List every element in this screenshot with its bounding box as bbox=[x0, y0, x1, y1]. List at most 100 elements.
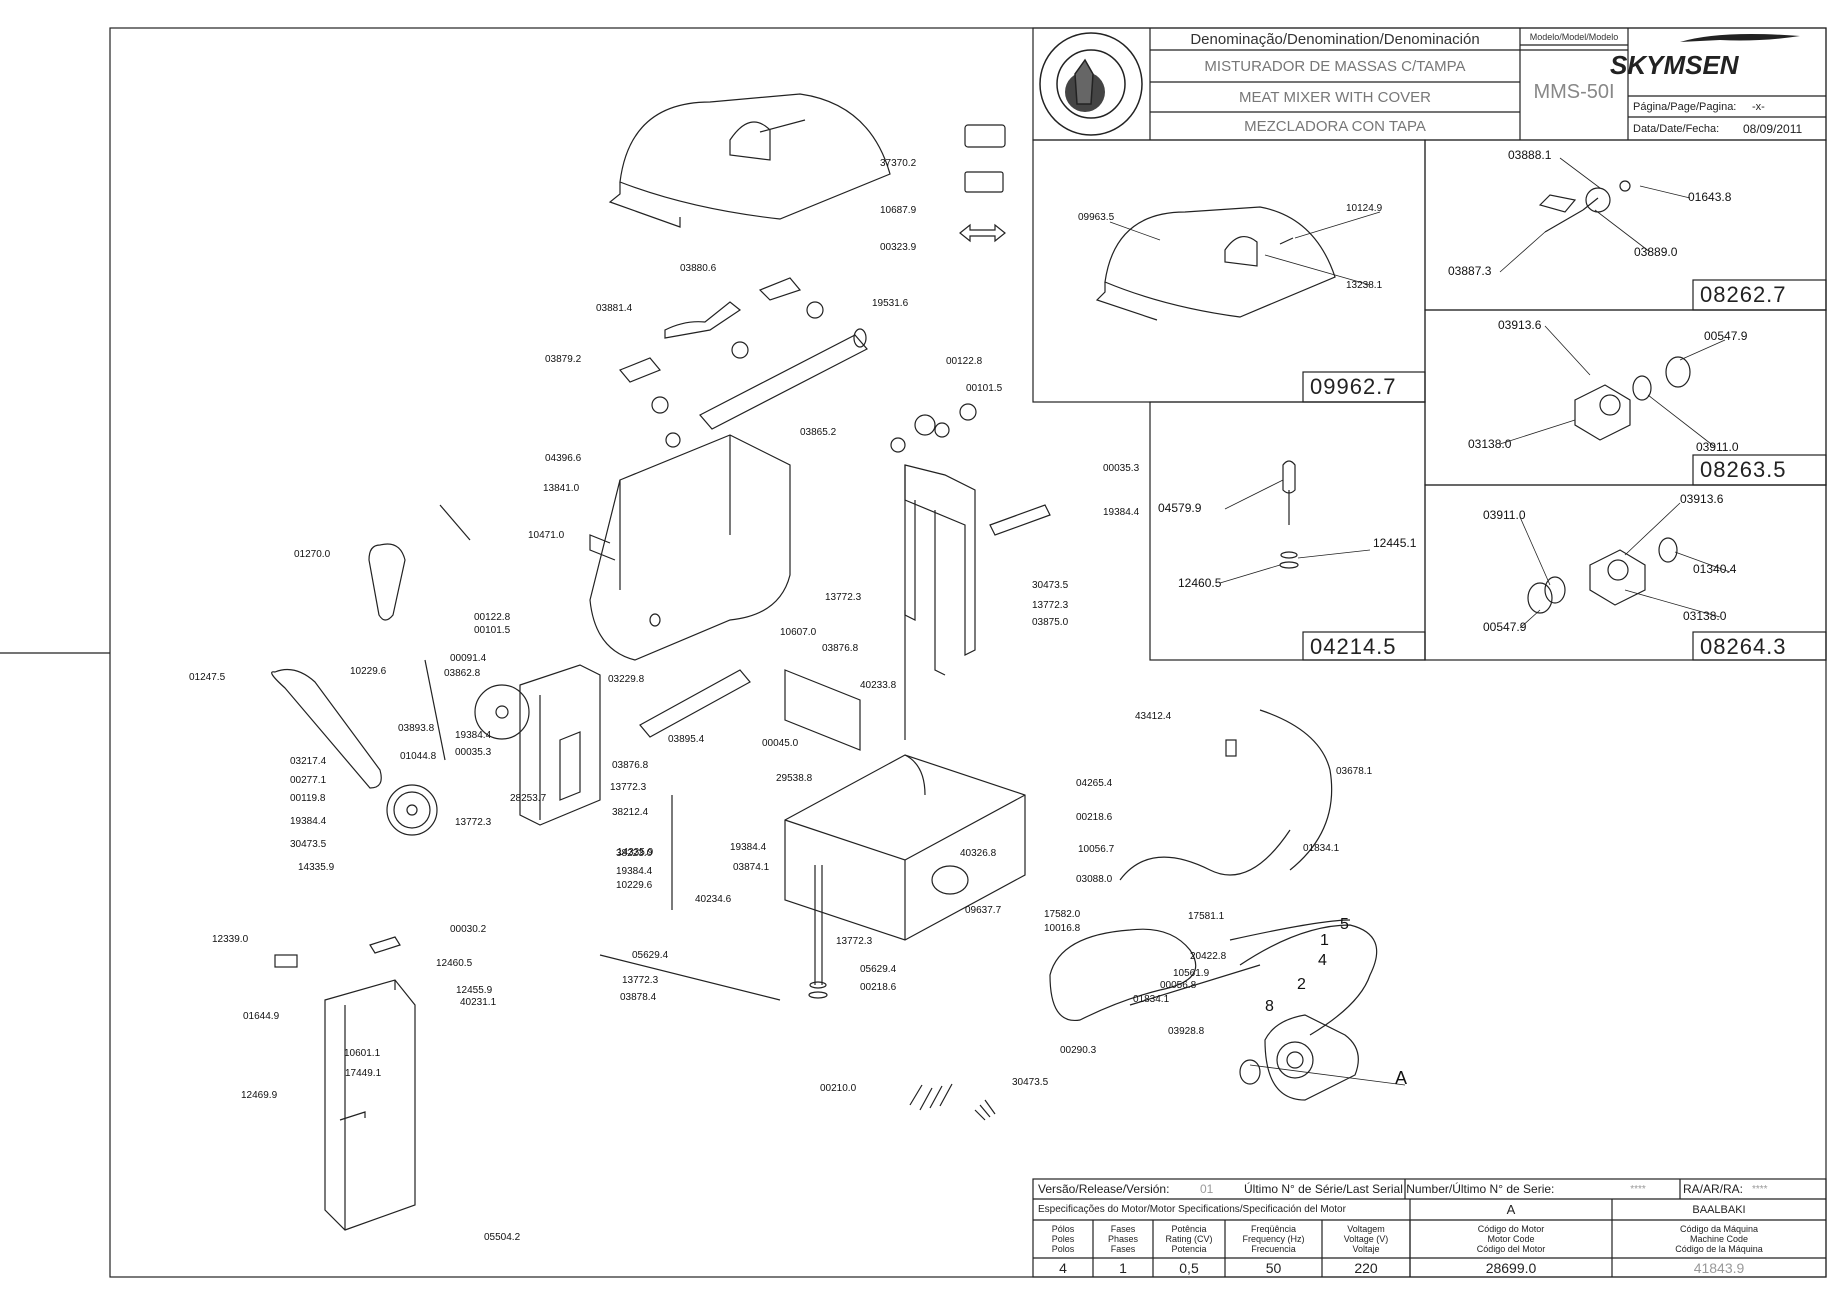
part-label: 01270.0 bbox=[294, 549, 331, 560]
header-line: Freqüência bbox=[1250, 1224, 1297, 1234]
part-label: 03911.0 bbox=[1696, 440, 1739, 454]
part-label: 03138.0 bbox=[1683, 609, 1727, 623]
part-label: 00119.8 bbox=[290, 793, 326, 804]
part-label: 38223.0 bbox=[616, 848, 653, 859]
part-label: 00101.5 bbox=[474, 625, 511, 636]
poles-value: 4 bbox=[1059, 1259, 1067, 1276]
part-label: 01834.1 bbox=[1133, 994, 1170, 1005]
part-label: 03887.3 bbox=[1448, 264, 1492, 278]
header-line: Código de la Máquina bbox=[1675, 1244, 1763, 1254]
part-label: 12469.9 bbox=[241, 1090, 278, 1101]
subassembly-code-09962-7: 09962.7 bbox=[1310, 374, 1397, 399]
part-label: 10056.7 bbox=[1078, 844, 1115, 855]
motor-letter-label: A bbox=[1395, 1068, 1408, 1088]
authorized-service-seal bbox=[1039, 32, 1143, 136]
part-label: 03229.8 bbox=[608, 674, 645, 685]
part-label: 13772.3 bbox=[610, 782, 647, 793]
part-label: 19384.4 bbox=[290, 816, 327, 827]
part-label: 40326.8 bbox=[960, 848, 997, 859]
part-label: 12460.5 bbox=[1178, 576, 1222, 590]
part-label: 00035.3 bbox=[455, 747, 492, 758]
part-label: 03893.8 bbox=[398, 723, 435, 734]
part-label: 10124.9 bbox=[1346, 203, 1383, 214]
machine-name: BAALBAKI bbox=[1692, 1203, 1746, 1216]
header-line: Machine Code bbox=[1689, 1234, 1749, 1244]
part-label: 00030.2 bbox=[450, 924, 487, 935]
header-line: Código da Máquina bbox=[1679, 1224, 1759, 1234]
header-line: Polos bbox=[1051, 1244, 1075, 1254]
part-label: 09637.7 bbox=[965, 905, 1002, 916]
header-line: Código del Motor bbox=[1476, 1244, 1546, 1254]
part-label: 00122.8 bbox=[946, 356, 983, 367]
part-label: 03913.6 bbox=[1498, 318, 1542, 332]
header-line: Potencia bbox=[1171, 1244, 1207, 1254]
part-label: 13772.3 bbox=[1032, 600, 1069, 611]
motor-spec-label: Especificações do Motor/Motor Specificat… bbox=[1038, 1204, 1346, 1215]
part-label: 03911.0 bbox=[1483, 508, 1526, 522]
header-line: Phases bbox=[1107, 1234, 1139, 1244]
part-label: 01643.8 bbox=[1688, 190, 1732, 204]
part-label: 03881.4 bbox=[596, 303, 633, 314]
part-label: 01644.9 bbox=[243, 1011, 280, 1022]
part-label: 03879.2 bbox=[545, 354, 582, 365]
version-label: Versão/Release/Versión: bbox=[1038, 1182, 1170, 1196]
part-label: 01044.8 bbox=[400, 751, 437, 762]
part-label: 00547.9 bbox=[1704, 329, 1748, 343]
part-label: 13772.3 bbox=[825, 592, 862, 603]
part-label: 19384.4 bbox=[616, 866, 653, 877]
part-label: 10229.6 bbox=[350, 666, 387, 677]
phases-value: 1 bbox=[1119, 1259, 1127, 1276]
part-label: 10601.1 bbox=[344, 1048, 381, 1059]
header-line: Voltagem bbox=[1347, 1224, 1385, 1234]
part-label: 03895.4 bbox=[668, 734, 705, 745]
part-label: 14335.9 bbox=[298, 862, 335, 873]
part-label: 30473.5 bbox=[1012, 1077, 1049, 1088]
part-label: 00210.0 bbox=[820, 1083, 857, 1094]
header-line: Fases bbox=[1110, 1244, 1136, 1254]
brand-text: SKYMSEN bbox=[1610, 50, 1740, 80]
part-label: 03862.8 bbox=[444, 668, 481, 679]
part-label: 03865.2 bbox=[800, 427, 837, 438]
part-label: 09963.5 bbox=[1078, 212, 1115, 223]
part-label: 03217.4 bbox=[290, 756, 327, 767]
part-label: 00323.9 bbox=[880, 242, 917, 253]
part-label: 40234.6 bbox=[695, 894, 732, 905]
header-line: Código do Motor bbox=[1477, 1224, 1545, 1234]
part-label: 19384.4 bbox=[1103, 507, 1140, 518]
page-value: -x- bbox=[1752, 100, 1765, 113]
part-label: 00277.1 bbox=[290, 775, 327, 786]
part-label: 04265.4 bbox=[1076, 778, 1113, 789]
model-header: Modelo/Model/Modelo bbox=[1529, 31, 1619, 42]
part-label: 00218.6 bbox=[1076, 812, 1113, 823]
part-label: 00290.3 bbox=[1060, 1045, 1097, 1056]
name-pt: MISTURADOR DE MASSAS C/TAMPA bbox=[1204, 57, 1466, 75]
part-label: 04579.9 bbox=[1158, 501, 1202, 515]
wire-number: 2 bbox=[1297, 976, 1306, 993]
part-label: 10687.9 bbox=[880, 205, 917, 216]
part-label: 13841.0 bbox=[543, 483, 580, 494]
part-label: 01247.5 bbox=[189, 672, 226, 683]
part-label: 03878.4 bbox=[620, 992, 657, 1003]
part-label: 03876.8 bbox=[822, 643, 859, 654]
part-label: 17581.1 bbox=[1188, 911, 1225, 922]
part-label: 13772.3 bbox=[455, 817, 492, 828]
wire-number: 8 bbox=[1265, 998, 1274, 1015]
part-label: 17582.0 bbox=[1044, 909, 1081, 920]
part-label: 00035.3 bbox=[1103, 463, 1140, 474]
part-label: 01340.4 bbox=[1693, 562, 1737, 576]
part-label: 03888.1 bbox=[1508, 148, 1552, 162]
part-label: 12445.1 bbox=[1373, 536, 1417, 550]
part-label: 12455.9 bbox=[456, 985, 493, 996]
date-value: 08/09/2011 bbox=[1743, 121, 1803, 136]
part-label: 10607.0 bbox=[780, 627, 817, 638]
subassembly-code-04214-5: 04214.5 bbox=[1310, 634, 1397, 659]
header-line: Motor Code bbox=[1487, 1234, 1535, 1244]
subassembly-code-08262-7: 08262.7 bbox=[1700, 282, 1787, 307]
part-label: 00056.8 bbox=[1160, 980, 1197, 991]
header-line: Frecuencia bbox=[1251, 1244, 1296, 1254]
